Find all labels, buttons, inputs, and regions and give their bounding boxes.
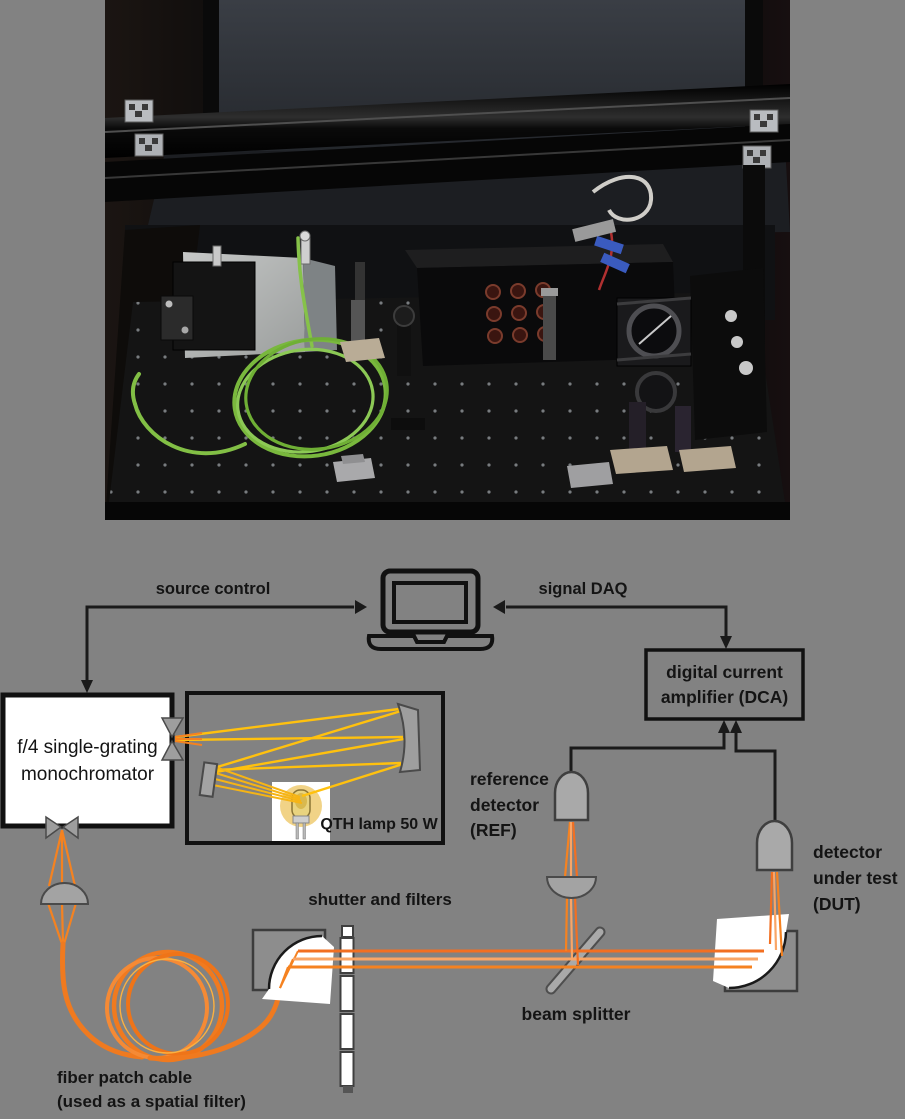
photo-monochromator-box bbox=[160, 230, 337, 358]
dut-label-line2: under test bbox=[813, 868, 898, 888]
frame-beam-lower bbox=[105, 124, 790, 202]
exit-slit-icon bbox=[45, 815, 79, 840]
ref-label-line1: reference bbox=[470, 769, 549, 789]
frame-beam-upper bbox=[105, 84, 790, 158]
dut-beams bbox=[768, 871, 784, 957]
source-control-label: source control bbox=[155, 580, 271, 598]
fiber-label-line1: fiber patch cable bbox=[57, 1068, 193, 1087]
concave-mirror bbox=[396, 702, 422, 774]
control-wires bbox=[85, 605, 777, 827]
monochromator-label-line2: monochromator bbox=[20, 763, 155, 785]
monochromator-box bbox=[0, 692, 175, 829]
signal-daq-label: signal DAQ bbox=[538, 580, 628, 598]
dut-label-line3: (DUT) bbox=[813, 894, 861, 914]
flat-mirror bbox=[198, 761, 219, 798]
ref-beams bbox=[563, 821, 580, 966]
corner-brackets bbox=[124, 99, 779, 169]
ref-label-line2: detector bbox=[470, 794, 540, 815]
dut-label-line1: detector bbox=[813, 842, 883, 862]
dut-detector-icon bbox=[755, 819, 794, 872]
laptop-icon bbox=[366, 568, 495, 651]
qth-lamp-label: QTH lamp 50 W bbox=[320, 816, 438, 833]
ref-detector-icon bbox=[553, 770, 590, 822]
dca-box bbox=[644, 648, 805, 721]
entrance-slit-icon bbox=[160, 717, 185, 761]
lamp-fan-rays bbox=[206, 763, 303, 804]
detector-under-test-label: detector under test (DUT) bbox=[813, 839, 898, 917]
setup-photo bbox=[105, 0, 790, 520]
lamp-rays bbox=[175, 707, 405, 798]
slit-entry-rays bbox=[174, 732, 203, 746]
dca-label-line1: digital current bbox=[666, 661, 783, 682]
filter-shutter-stack bbox=[339, 925, 355, 1093]
photo-posts bbox=[333, 262, 613, 488]
shutter-filters-label: shutter and filters bbox=[308, 890, 452, 909]
green-fiber-coil bbox=[130, 236, 389, 459]
monochromator-label: f/4 single-grating monochromator bbox=[3, 695, 172, 826]
fiber-patch-cable-label: fiber patch cable (used as a spatial fil… bbox=[57, 1066, 277, 1113]
photo-wires bbox=[572, 174, 654, 291]
ref-label-line3: (REF) bbox=[470, 820, 517, 840]
fiber-cable bbox=[59, 941, 283, 1063]
arrowheads bbox=[81, 600, 742, 733]
fiber-output-fan bbox=[279, 950, 299, 989]
dca-label-line2: amplifier (DCA) bbox=[660, 686, 789, 707]
focus-lens bbox=[39, 882, 90, 905]
dca-label: digital current amplifier (DCA) bbox=[646, 650, 803, 719]
setup-photo-svg bbox=[105, 0, 790, 520]
qth-lamp-image bbox=[272, 782, 330, 841]
lamp-housing-box bbox=[185, 691, 445, 845]
fiber-label-line2: (used as a spatial filter) bbox=[57, 1091, 246, 1111]
photo-cage-assembly bbox=[610, 268, 767, 474]
main-beams bbox=[288, 949, 764, 969]
reference-detector-label: reference detector (REF) bbox=[470, 767, 549, 844]
ref-lens bbox=[545, 876, 598, 899]
exit-rays bbox=[46, 829, 78, 945]
monochromator-label-line1: f/4 single-grating bbox=[17, 736, 158, 758]
beam-splitter-label: beam splitter bbox=[521, 1004, 631, 1024]
